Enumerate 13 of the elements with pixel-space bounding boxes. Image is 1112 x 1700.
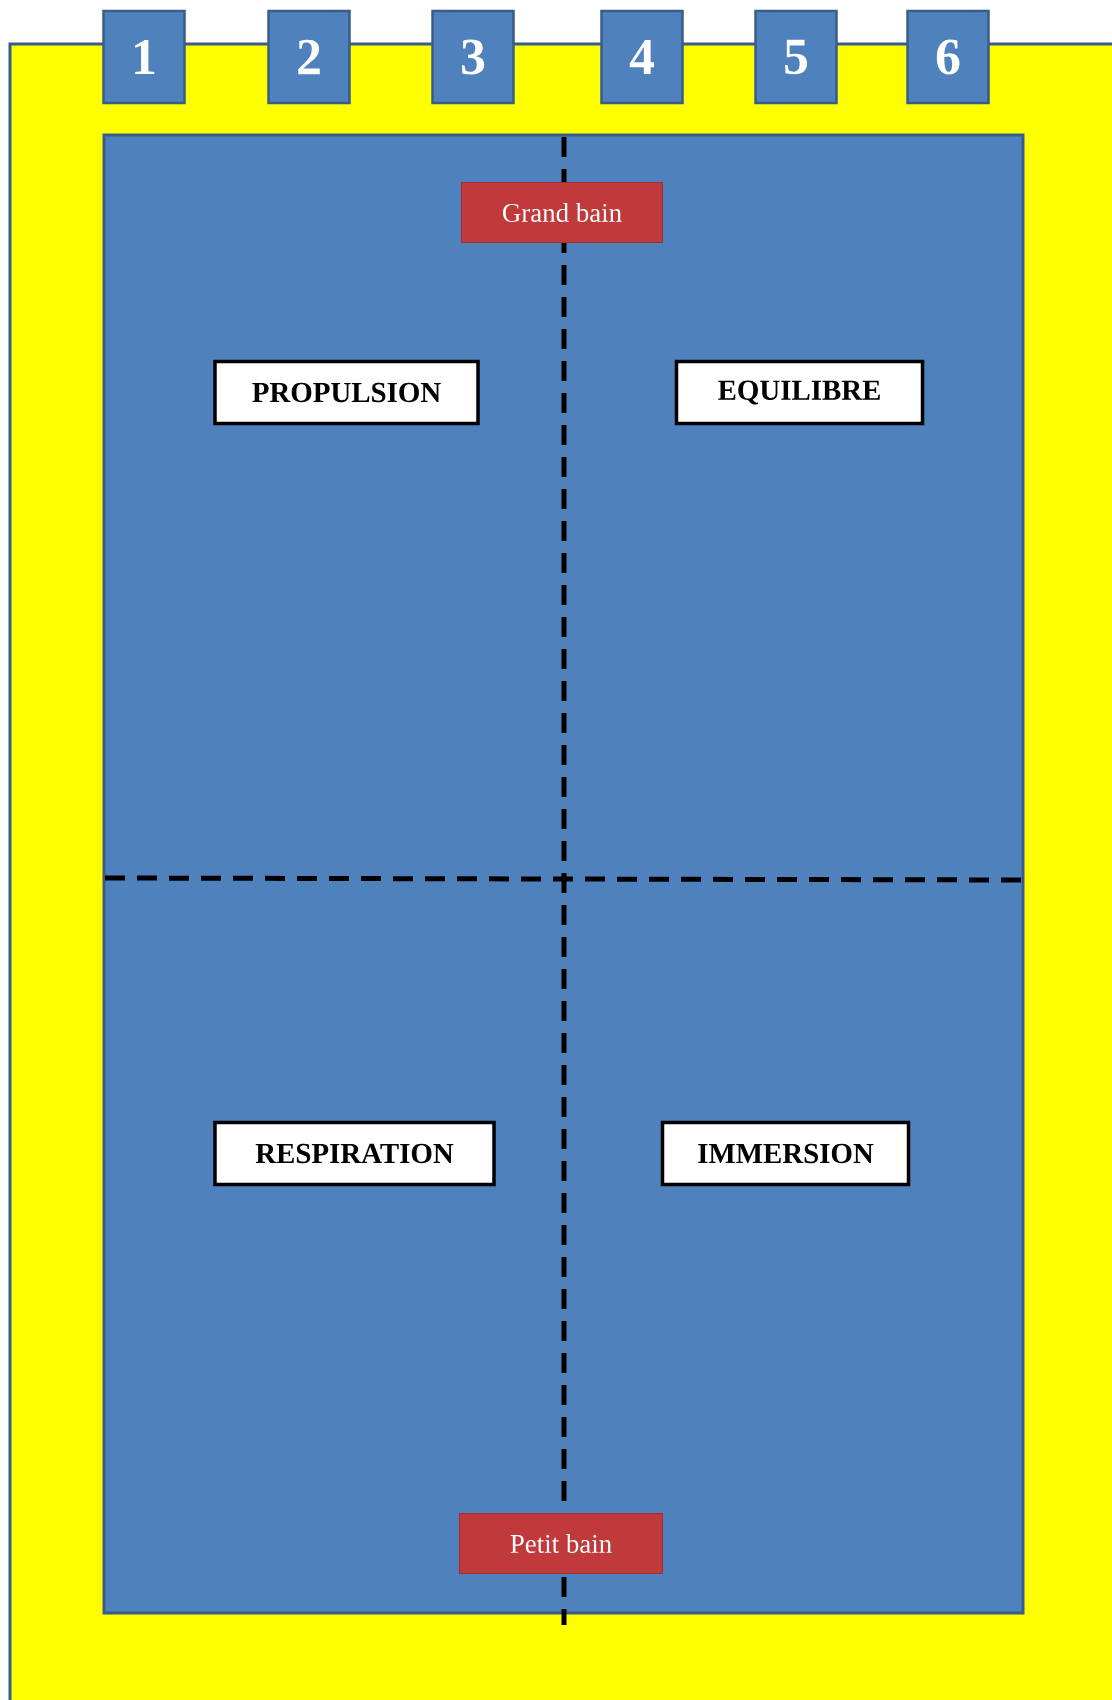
- lane-number-box: 6: [906, 9, 990, 105]
- depth-tag: Grand bain: [461, 182, 663, 243]
- lane-number-box: 4: [600, 9, 684, 105]
- lane-number-box: 1: [102, 9, 186, 105]
- zone-label: PROPULSION: [213, 359, 480, 426]
- pool-area: [102, 133, 1025, 1615]
- zone-label: IMMERSION: [660, 1120, 911, 1187]
- zone-label: EQUILIBRE: [674, 359, 925, 426]
- lane-number-box: 5: [754, 9, 838, 105]
- zone-label: RESPIRATION: [213, 1120, 496, 1187]
- lane-number-box: 3: [431, 9, 515, 105]
- depth-tag: Petit bain: [459, 1513, 663, 1574]
- lane-number-box: 2: [267, 9, 351, 105]
